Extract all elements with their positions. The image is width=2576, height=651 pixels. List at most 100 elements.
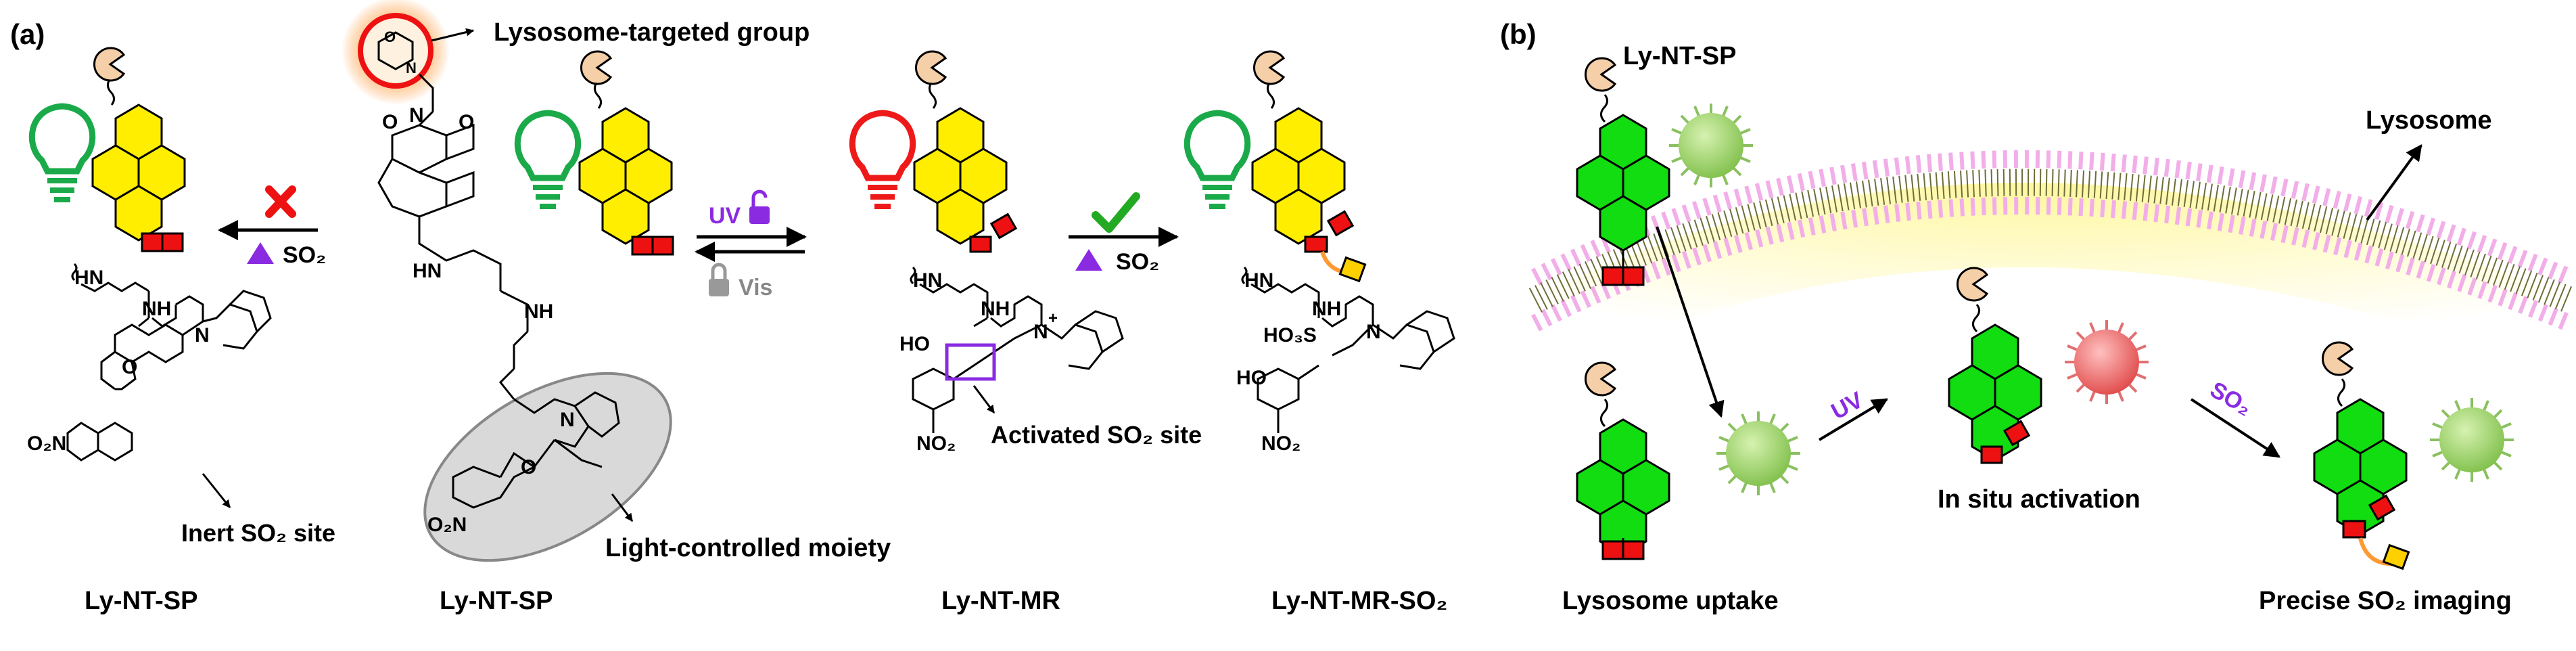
atom-n-3: N [560,409,575,431]
lysosome-label: Lysosome [2366,106,2492,135]
atom-o-2a: O [382,111,398,133]
triangle-icon-1 [247,242,274,264]
triangle-icon-2 [1075,249,1102,271]
atom-n-morph: N [406,60,417,76]
red-group-b3 [1980,420,2031,464]
icon-bulb-green-1 [32,106,92,200]
adduct-drawing [1241,266,1455,433]
atom-nplus: N [1033,321,1048,343]
pac-receptor-b4 [2322,341,2353,376]
atom-hn-2: HN [413,260,442,282]
atom-o2n-1: O₂N [27,432,66,455]
atom-o2n-2: O₂N [427,514,467,536]
adduct-group-b4 [2342,494,2410,570]
lock-icon [709,263,729,296]
red-reactive-group-3 [969,212,1018,253]
compound-label-1: Ly-NT-SP [85,587,198,615]
virus-red [2063,319,2150,405]
linker-b2 [1600,399,1608,428]
imaging-label: Precise SO₂ imaging [2259,587,2512,615]
atom-hn-3: HN [913,269,942,292]
red-reactive-group-2 [631,235,674,256]
inert-structure-drawing [71,263,272,390]
uv-arrow-b [1818,398,1889,441]
unlock-icon [749,189,770,224]
icon-bulb-red [852,113,912,206]
compound-label-2: Ly-NT-SP [440,587,553,615]
atom-hn-1: HN [74,267,103,289]
naphthalimide-drawing [377,73,529,400]
linker-b3 [1972,304,1980,333]
uptake-label: Lysosome uptake [1562,587,1779,615]
atom-plus: + [1048,309,1058,328]
linker-b4 [2337,378,2345,407]
atom-ho-2: HO [1236,367,1267,389]
icon-bulb-green-2 [517,113,578,206]
activation-label: In situ activation [1938,485,2140,514]
atom-ho-1: HO [899,333,930,355]
lysosome-lumen [1535,183,2570,379]
so2-arrow-b [2190,398,2281,458]
virus-green-b1 [1668,102,1754,189]
inert-site-label: Inert SO₂ site [181,519,335,547]
spiropyran-drawing [452,391,620,509]
icon-bulb-green-3 [1187,113,1247,206]
atom-nh-1: NH [142,298,171,320]
pac-receptor-b2 [1585,361,1616,397]
light-moiety-arrow [611,493,634,522]
pac-receptor-b3 [1957,267,1988,302]
hex-probe-yellow-1 [93,48,185,240]
check-icon [1092,192,1140,233]
atom-n-1: N [195,324,210,346]
pac-receptor-b1 [1585,57,1616,92]
virus-green-b2 [1715,410,1802,497]
membrane-outer-heads [1531,150,2573,286]
hex-probe-green-b2 [1576,418,1670,556]
atom-no2-1: NO₂ [916,432,956,455]
activated-site-label: Activated SO₂ site [991,421,1202,449]
hex-probe-yellow-4 [1252,51,1344,244]
atom-n-4: N [1366,321,1381,343]
atom-o-3: O [521,456,536,478]
light-controlled-moiety-highlight [423,372,672,562]
hex-probe-green-b4 [2313,398,2408,536]
hex-probe-green-b3 [1948,323,2042,462]
membrane-inner-heads [1531,197,2573,332]
inert-site-arrow [202,473,231,508]
activated-site-box [945,343,996,381]
hex-probe-yellow-3 [914,51,1006,244]
atom-o-morph: O [384,28,396,45]
so2-label-right: SO₂ [1116,249,1159,275]
atom-nh-3: NH [981,298,1010,320]
atom-nh-4: NH [1312,298,1341,320]
atom-ho3s: HO₃S [1263,324,1317,346]
atom-o-2b: O [459,111,474,133]
lysosome-group-label: Lysosome-targeted group [494,18,810,47]
membrane-tails [1528,169,2575,313]
virus-green-b4 [2429,397,2515,483]
atom-nh-2: NH [524,300,553,323]
lysosome-arrow [2366,144,2422,221]
merocyanine-drawing [910,266,1124,433]
atom-no2-2: NO₂ [1261,432,1301,455]
atom-o-1: O [122,356,137,378]
morpholine-ring-circle [358,13,434,89]
red-group-b1 [1601,266,1645,286]
compound-label-4: Ly-NT-MR-SO₂ [1271,587,1447,615]
uv-label: UV [709,203,741,229]
panel-b-probe-label: Ly-NT-SP [1623,42,1737,70]
spiro-ring-1 [66,422,133,462]
hex-probe-yellow-2 [580,51,672,244]
hex-probe-green-b1 [1576,114,1670,252]
cross-icon [265,185,296,218]
uptake-arrow [1656,226,1725,418]
light-controlled-label: Light-controlled moiety [605,534,891,562]
compound-label-3: Ly-NT-MR [941,587,1060,615]
vis-label: Vis [739,275,772,300]
lysosome-group-arrow [431,28,475,42]
uv-label-b: UV [1827,387,1868,425]
atom-n-2: N [409,104,424,127]
panel-b-tag: (b) [1500,18,1537,50]
